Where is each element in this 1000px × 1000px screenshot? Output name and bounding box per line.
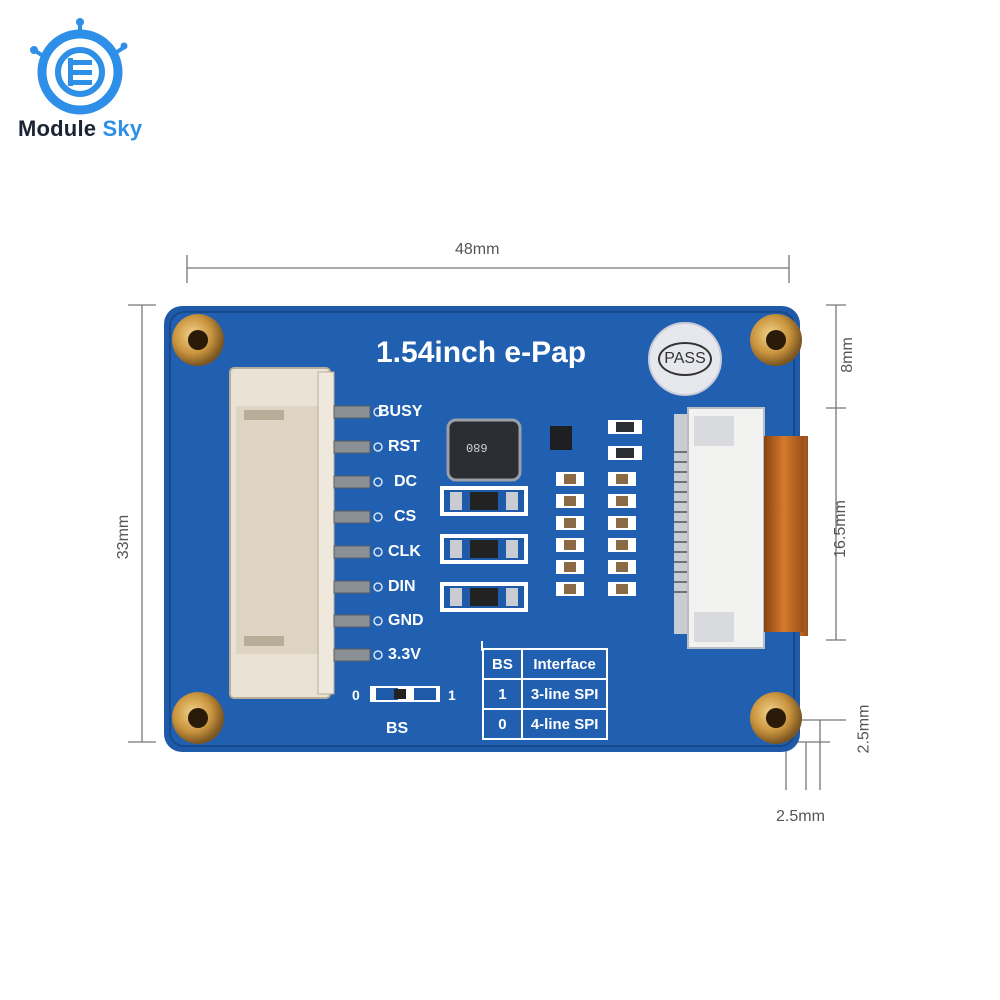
bs-interface-table: BS Interface 1 3-line SPI 0 4-line SPI bbox=[482, 648, 609, 740]
bs-switch-label: BS bbox=[386, 720, 409, 737]
pin-label-gnd: GND bbox=[388, 612, 424, 629]
connector-span-dimension: 16.5mm bbox=[831, 500, 849, 558]
table-cell-interface: 4-line SPI bbox=[520, 708, 609, 740]
pin-label-din: DIN bbox=[388, 578, 416, 595]
hole-offset-vertical-dimension: 2.5mm bbox=[855, 704, 873, 754]
mounting-hole-icon bbox=[172, 314, 802, 744]
table-cell-bs: 0 bbox=[482, 708, 523, 740]
hole-offset-horizontal-dimension: 2.5mm bbox=[776, 808, 825, 825]
epaper-driver-board bbox=[164, 306, 808, 752]
pin-label-rst: RST bbox=[388, 438, 420, 455]
brand-name: Module Sky bbox=[18, 116, 142, 142]
table-row: 1 3-line SPI bbox=[482, 678, 609, 710]
brand-name-part1: Module bbox=[18, 116, 103, 141]
pin-label-dc: DC bbox=[394, 473, 418, 490]
table-row: 0 4-line SPI bbox=[482, 708, 609, 740]
table-cell-bs: 1 bbox=[482, 678, 523, 710]
height-dimension: 33mm bbox=[115, 514, 133, 560]
table-header-row: BS Interface bbox=[482, 648, 609, 680]
pin-label-3v3: 3.3V bbox=[388, 646, 421, 663]
top-offset-dimension: 8mm bbox=[838, 337, 856, 373]
table-cell-interface: 3-line SPI bbox=[520, 678, 609, 710]
width-dimension: 48mm bbox=[455, 241, 500, 258]
pin-label-clk: CLK bbox=[388, 543, 421, 560]
pin-label-busy: BUSY bbox=[378, 403, 423, 420]
pin-label-cs: CS bbox=[394, 508, 417, 525]
bs-switch-left-label: 0 bbox=[352, 687, 360, 703]
inductor-code: 680 bbox=[466, 440, 488, 454]
table-header-bs: BS bbox=[482, 648, 523, 680]
bs-switch-right-label: 1 bbox=[448, 687, 456, 703]
pass-label: PASS bbox=[658, 342, 712, 376]
module-sky-logo-icon bbox=[30, 18, 128, 115]
board-title: 1.54inch e-Pap bbox=[376, 336, 587, 369]
table-header-interface: Interface bbox=[520, 648, 609, 680]
pass-sticker: PASS bbox=[648, 322, 722, 396]
brand-name-part2: Sky bbox=[102, 116, 143, 141]
